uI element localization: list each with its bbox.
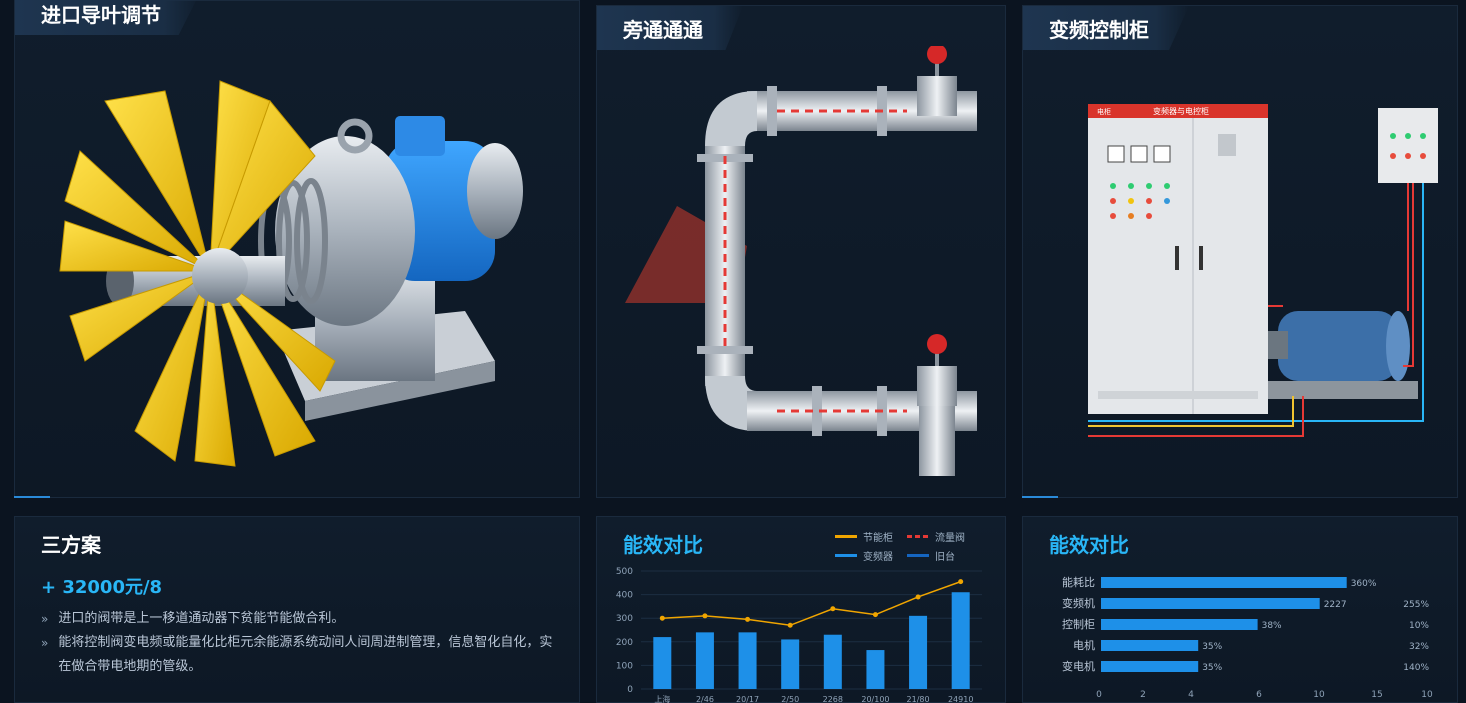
efficiency-hbar-chart: 能耗比 360% 变频机 2227 255% 控制柜 38% 10% 电机 35% 32% 变电机 35… — [1062, 575, 1433, 700]
legend-label: 流量阀 — [935, 533, 965, 544]
category-label: 能耗比 — [1062, 575, 1095, 589]
bar-value-label: 38% — [1262, 621, 1282, 631]
legend-label: 旧台 — [935, 552, 955, 563]
vfd-cabinet-panel: 变频控制柜 变频器与电控柜 电柜 — [1022, 5, 1458, 498]
x-tick-label: 0 — [1096, 690, 1102, 700]
bullet-marker-icon: » — [41, 612, 49, 626]
line-point — [659, 615, 665, 621]
hbar — [1101, 661, 1199, 672]
y-tick-label: 100 — [616, 661, 633, 671]
x-tick-label: 24910 — [948, 695, 973, 703]
line-point — [787, 622, 793, 628]
bar-value-label: 35% — [1202, 642, 1222, 652]
category-label: 电机 — [1073, 638, 1095, 652]
inlet-guide-vane-panel: 进口导叶调节 — [14, 0, 580, 498]
line-point — [830, 606, 836, 612]
legend-item: 变频器 — [835, 548, 893, 563]
right-value-label: 140% — [1403, 663, 1429, 673]
right-value-label: 10% — [1409, 621, 1429, 631]
chart-legend: 节能柜 流量阀 变频器 旧台 — [835, 529, 965, 563]
category-label: 变频机 — [1062, 596, 1095, 610]
x-tick-label: 4 — [1188, 690, 1194, 700]
panel-corner-accent — [1022, 496, 1058, 498]
scheme-bullet-text: 能将控制阀变电频或能量化比柜元余能源系统动间人间周进制管理，信息智化自化，实在做… — [58, 635, 553, 674]
x-tick-label: 上海 — [654, 694, 670, 703]
legend-item: 节能柜 — [835, 529, 893, 544]
hbar — [1101, 598, 1320, 609]
scheme-bullet: » 进口的阀带是上一移道通动器下贫能节能做合利。 — [41, 607, 561, 631]
panel-corner-accent — [14, 496, 50, 498]
y-tick-label: 500 — [616, 567, 633, 577]
category-label: 控制柜 — [1062, 617, 1095, 631]
bypass-pipe-image — [617, 46, 997, 486]
scheme-panel: 三方案 + 32000元/8 » 进口的阀带是上一移道通动器下贫能节能做合利。 … — [14, 516, 580, 703]
chart-title: 能效对比 — [1049, 533, 1129, 557]
hbar — [1101, 640, 1199, 651]
cabinet-tag-text: 电柜 — [1097, 107, 1111, 116]
x-tick-label: 21/80 — [907, 695, 930, 703]
bar — [695, 632, 714, 689]
legend-label: 变频器 — [863, 552, 893, 563]
y-tick-label: 400 — [616, 591, 633, 601]
right-value-label: 32% — [1409, 642, 1429, 652]
bar-value-label: 35% — [1202, 663, 1222, 673]
right-value-label: 255% — [1403, 600, 1429, 610]
efficiency-chart-panel: 能效对比 节能柜 流量阀 变频器 旧台 500 400 300 200 100 0 上海 2/… — [596, 516, 1006, 703]
x-tick-label: 15 — [1371, 690, 1382, 700]
scheme-bullet: » 能将控制阀变电频或能量化比柜元余能源系统动间人间周进制管理，信息智化自化，实… — [41, 631, 561, 679]
bar — [781, 639, 800, 689]
y-tick-label: 200 — [616, 638, 633, 648]
bullet-marker-icon: » — [41, 636, 49, 650]
scheme-highlight: + 32000元/8 — [41, 577, 163, 598]
bar — [909, 615, 928, 689]
series-line — [662, 580, 961, 627]
bar — [866, 650, 885, 689]
chart-title: 能效对比 — [623, 533, 703, 557]
bar-value-label: 360% — [1351, 579, 1377, 589]
category-label: 变电机 — [1062, 659, 1095, 673]
scheme-bullet-text: 进口的阀带是上一移道通动器下贫能节能做合利。 — [58, 611, 345, 626]
legend-item: 旧台 — [907, 548, 965, 563]
legend-label: 节能柜 — [863, 533, 893, 544]
x-tick-label: 2/50 — [781, 695, 799, 703]
scheme-title: 三方案 — [41, 533, 101, 557]
x-tick-label: 10 — [1421, 690, 1433, 700]
bar-value-label: 2227 — [1324, 600, 1347, 610]
vfd-cabinet-image: 变频器与电控柜 电柜 — [1083, 96, 1453, 456]
line-point — [872, 612, 878, 618]
panel-title: 进口导叶调节 — [15, 0, 201, 35]
legend-item: 流量阀 — [907, 529, 965, 544]
y-tick-label: 0 — [627, 685, 633, 695]
x-tick-label: 2/46 — [696, 695, 714, 703]
bar — [951, 592, 970, 689]
efficiency-hbar-panel: 能效对比 能耗比 360% 变频机 2227 255% 控制柜 38% 10% 电机 35% 32%… — [1022, 516, 1458, 703]
line-point — [915, 594, 921, 600]
y-tick-label: 300 — [616, 614, 633, 624]
bar — [823, 634, 842, 689]
bypass-panel: 旁通通通 — [596, 5, 1006, 498]
bar — [653, 637, 672, 689]
inlet-guide-vane-image — [45, 61, 545, 481]
line-point — [745, 616, 751, 622]
x-tick-label: 20/100 — [861, 695, 889, 703]
x-tick-label: 20/17 — [736, 695, 759, 703]
efficiency-bar-line-chart: 500 400 300 200 100 0 上海 2/46 20/17 2/50 2268 20/10… — [616, 567, 982, 703]
panel-title: 旁通通通 — [597, 6, 743, 50]
x-tick-label: 10 — [1313, 690, 1325, 700]
line-point — [702, 613, 708, 619]
hbar — [1101, 619, 1258, 630]
cabinet-header-text: 变频器与电控柜 — [1153, 106, 1209, 116]
x-tick-label: 2 — [1140, 690, 1146, 700]
bar — [738, 632, 757, 689]
x-tick-label: 6 — [1256, 690, 1262, 700]
hbar — [1101, 577, 1347, 588]
line-point — [958, 579, 964, 585]
panel-title: 变频控制柜 — [1023, 6, 1189, 50]
x-tick-label: 2268 — [823, 695, 843, 703]
